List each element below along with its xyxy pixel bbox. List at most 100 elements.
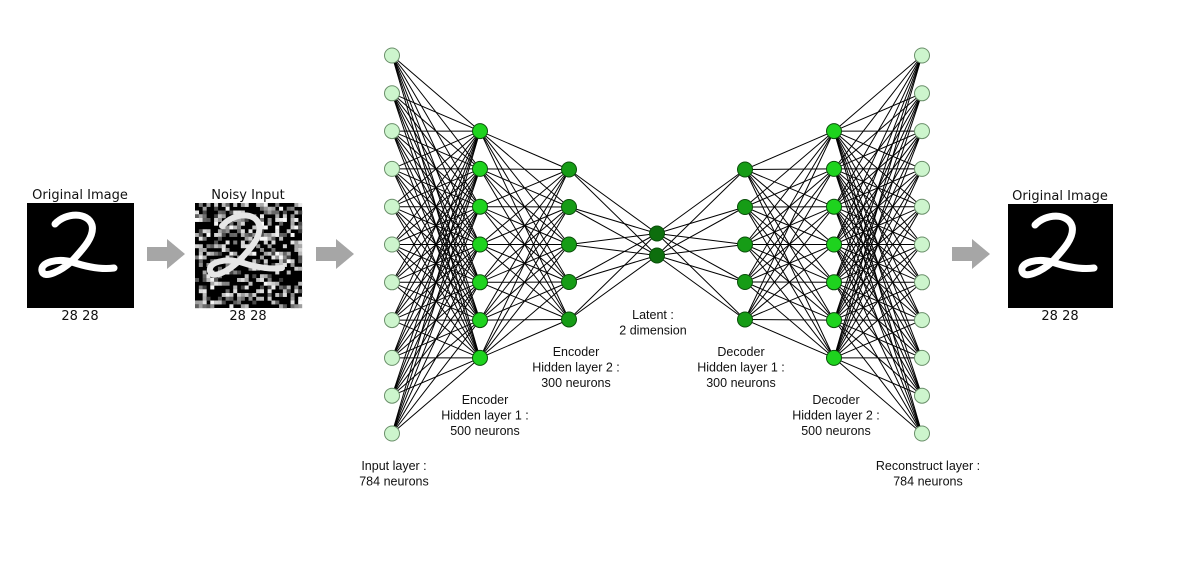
neuron-node (384, 160, 400, 177)
connection-line (479, 130, 570, 170)
connection-line (391, 244, 481, 434)
neuron-node (561, 236, 577, 253)
connection-line (744, 130, 835, 245)
connection-line (479, 244, 570, 359)
neuron-node (826, 160, 842, 177)
neuron-node (472, 160, 488, 177)
noisy-input-dims: 28 28 (229, 309, 266, 324)
connection-line (656, 233, 746, 245)
neuron-node (826, 349, 842, 366)
connection-line (744, 130, 835, 170)
neuron-node (384, 349, 400, 366)
connection-line (479, 169, 570, 283)
neuron-node (914, 349, 930, 366)
neuron-node (914, 160, 930, 177)
connection-line (833, 168, 923, 359)
connection-line (568, 233, 658, 245)
neuron-node (914, 198, 930, 215)
connection-line (479, 168, 570, 170)
neuron-node (914, 47, 930, 64)
connection-line (744, 130, 835, 320)
reconstructed-image-dims: 28 28 (1041, 309, 1078, 324)
connection-line (744, 281, 835, 320)
flow-arrow-2 (316, 239, 354, 269)
connection-line (391, 130, 481, 283)
connection-line (744, 168, 835, 320)
connection-line (479, 319, 570, 359)
connection-line (391, 130, 481, 208)
connection-line (391, 130, 481, 321)
connection-line (833, 244, 923, 359)
original-image-title: Original Image (32, 188, 128, 203)
neuron-node (914, 425, 930, 442)
flow-arrow-1 (147, 239, 185, 269)
connection-line (479, 169, 570, 208)
connection-line (833, 55, 923, 207)
neuron-node (914, 123, 930, 140)
connection-line (479, 206, 570, 359)
connection-line (833, 55, 923, 359)
connection-line (833, 55, 923, 170)
connection-line (833, 55, 923, 283)
connection-line (391, 357, 481, 434)
neuron-node (826, 123, 842, 140)
connection-line (833, 55, 923, 245)
connection-line (744, 130, 835, 208)
noisy-input-panel: Noisy Input 28 28 (195, 188, 303, 324)
connection-line (833, 55, 923, 132)
neuron-node (737, 199, 753, 215)
noisy-input-title: Noisy Input (211, 188, 285, 203)
neuron-node (737, 311, 753, 328)
reconstructed-digit-glyph (1018, 212, 1098, 279)
neuron-node (472, 274, 488, 291)
neuron-node (384, 236, 400, 253)
neuron-node (384, 198, 400, 215)
connection-line (391, 282, 481, 434)
connection-line (391, 130, 481, 245)
reconstructed-image-title: Original Image (1012, 189, 1108, 204)
connection-line (833, 281, 923, 359)
connection-line (479, 169, 570, 321)
connection-line (479, 281, 570, 359)
neuron-node (914, 274, 930, 291)
connection-line (744, 319, 835, 321)
connection-line (656, 206, 746, 234)
neuron-node (914, 312, 930, 329)
connection-line (656, 255, 746, 283)
connection-line (391, 168, 481, 434)
neuron-node (826, 236, 842, 253)
connection-line (833, 357, 923, 434)
neuron-node (384, 47, 400, 64)
layer-label: Input layer :784 neurons (359, 459, 429, 489)
connection-line (568, 233, 658, 283)
neuron-node (737, 236, 753, 253)
connection-line (568, 244, 658, 256)
neuron-node (384, 123, 400, 140)
connection-line (391, 206, 481, 434)
connection-line (656, 169, 746, 256)
neuron-node (826, 274, 842, 291)
network-connections (391, 55, 923, 434)
neuron-node (384, 312, 400, 329)
connection-line (656, 255, 746, 320)
connection-line (568, 169, 658, 234)
neuron-node (561, 311, 577, 328)
neuron-node (561, 199, 577, 215)
connection-line (744, 244, 835, 320)
connection-line (391, 130, 481, 170)
neuron-node (737, 274, 753, 290)
neuron-node (472, 123, 488, 140)
connection-line (833, 93, 923, 359)
connection-line (833, 319, 923, 359)
neuron-node (914, 85, 930, 102)
connection-line (833, 130, 923, 359)
connection-line (656, 206, 746, 256)
neuron-node (384, 274, 400, 291)
reconstructed-image-panel: Original Image 28 28 (1008, 189, 1113, 324)
neuron-node (914, 236, 930, 253)
